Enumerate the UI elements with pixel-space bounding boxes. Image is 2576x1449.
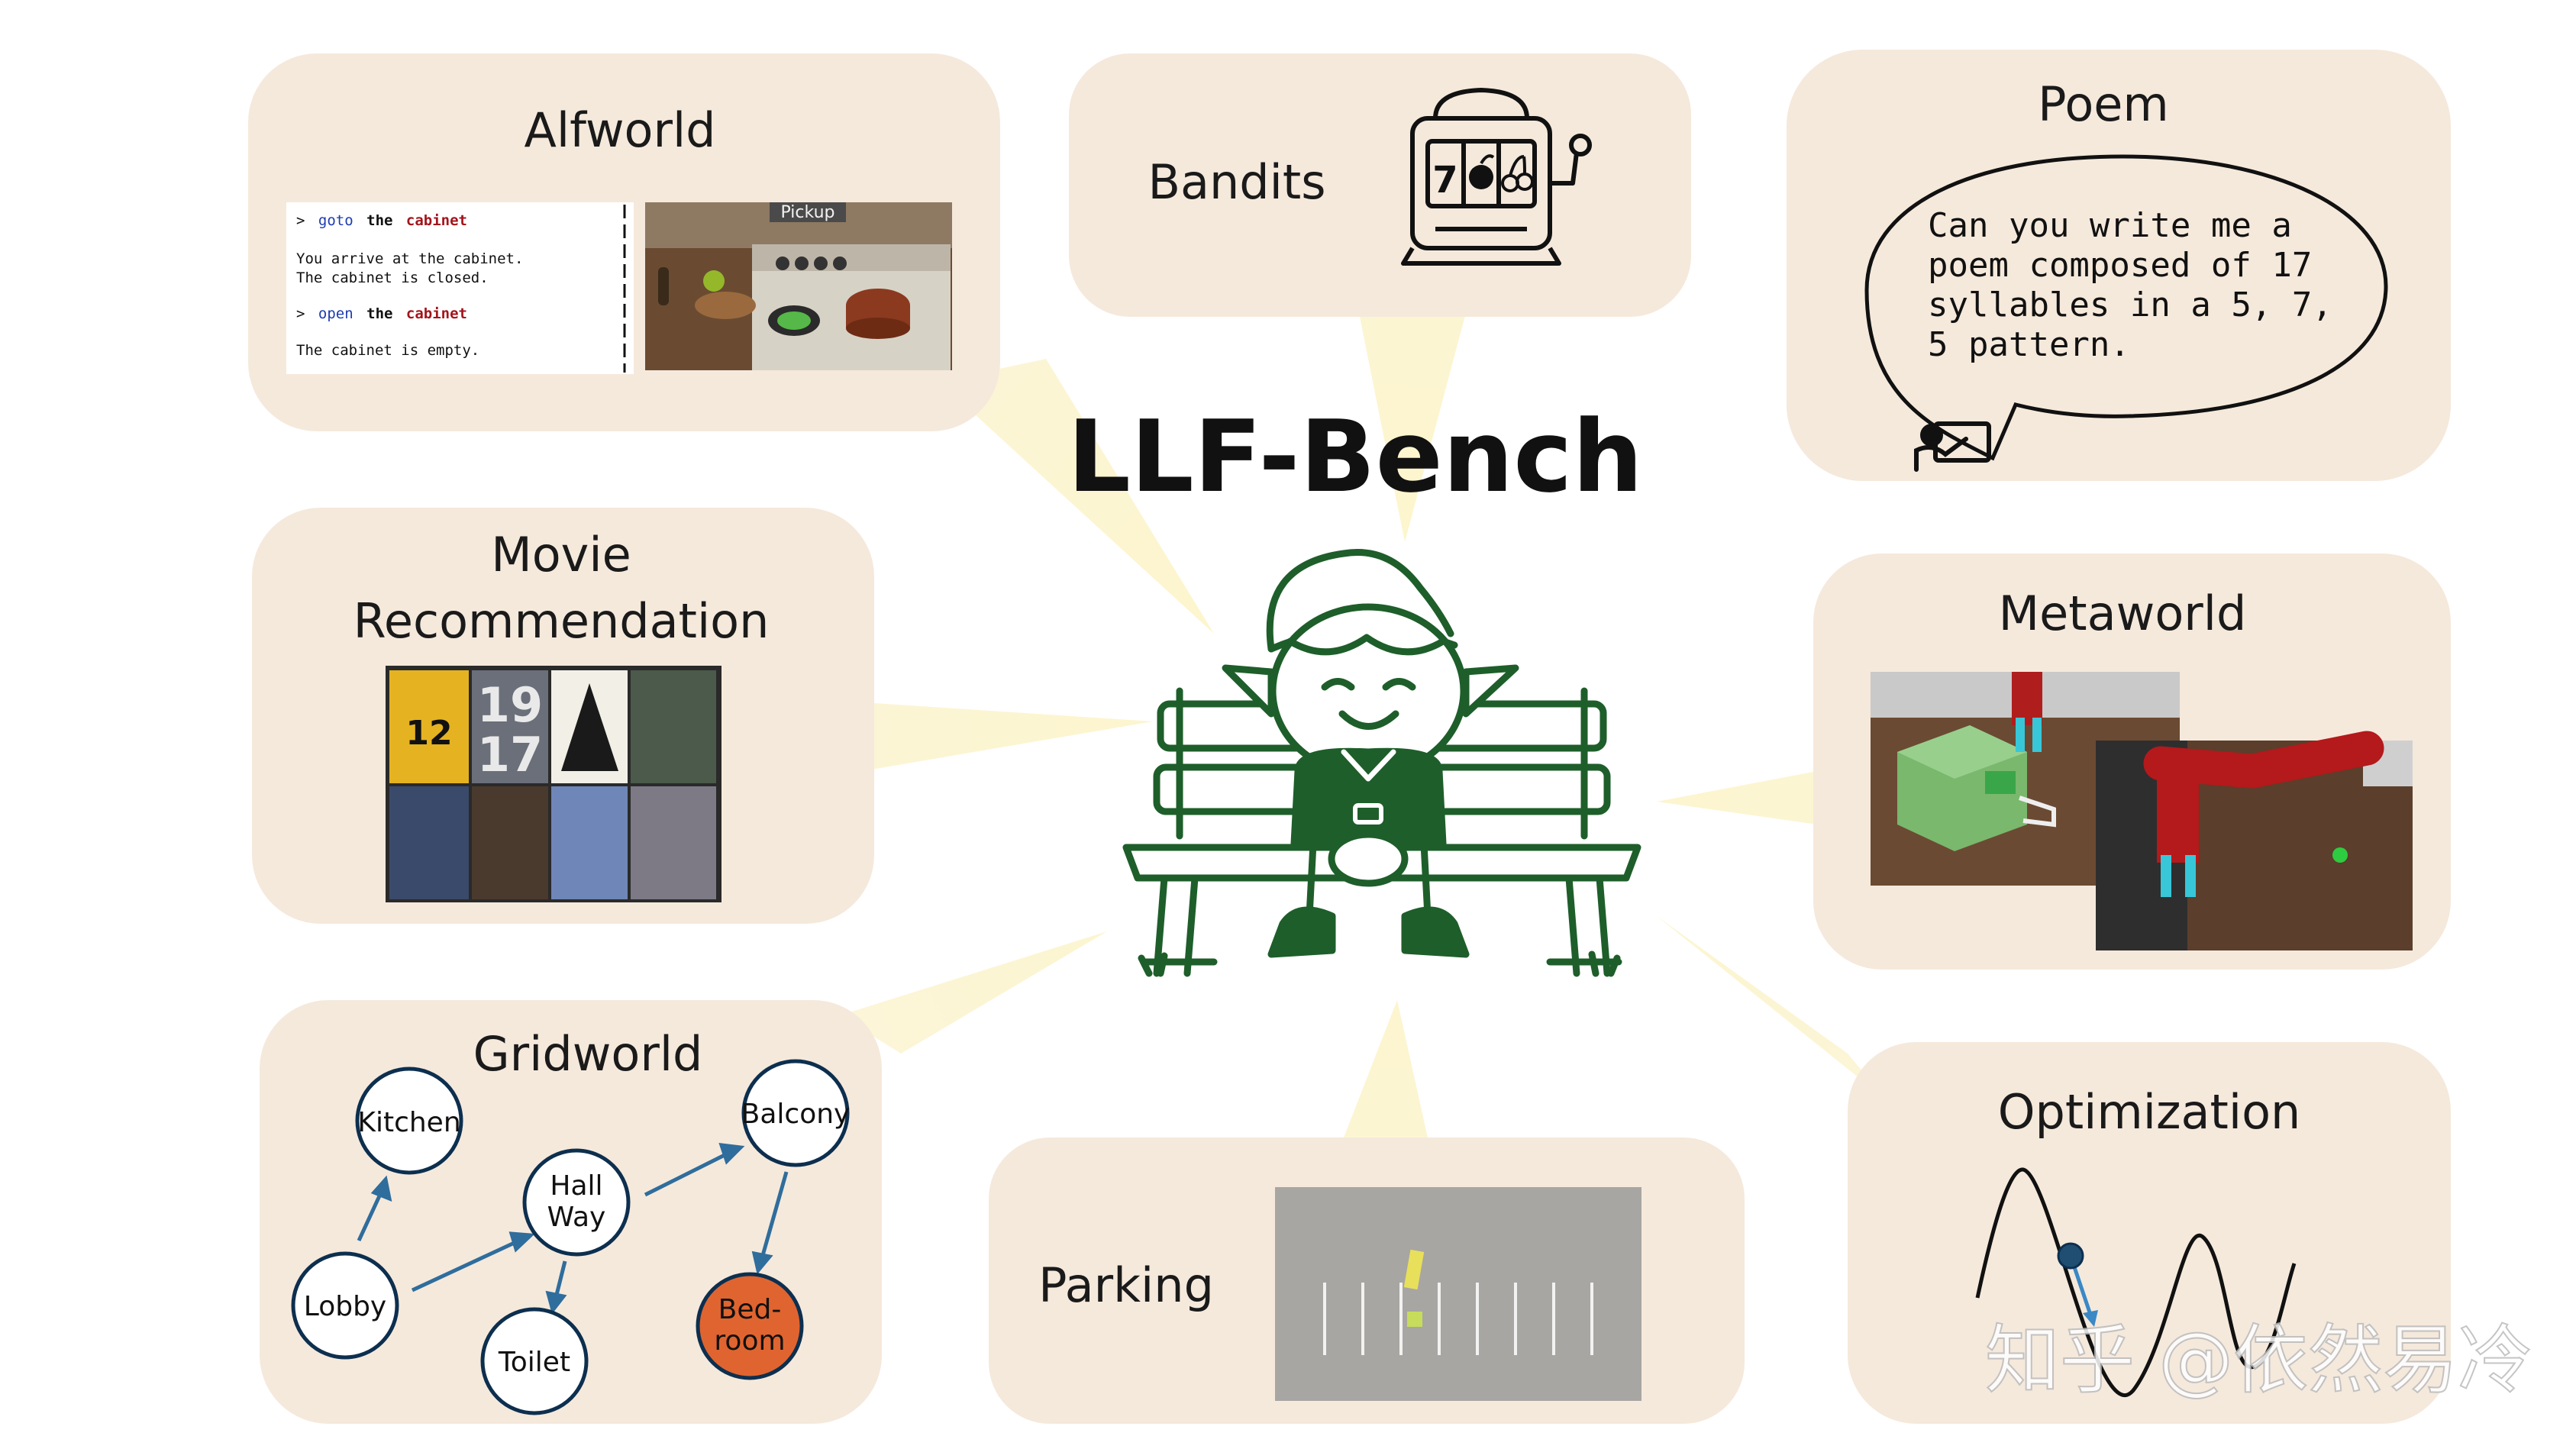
main-title: LLF-Bench — [1067, 399, 1643, 515]
poster-5 — [389, 786, 469, 899]
panel-poem — [1787, 50, 2451, 481]
teacher-board-icon — [1914, 421, 1991, 472]
poem-line-1: Can you write me a — [1928, 206, 2292, 245]
gridworld-content: Gridworld Kitchen Hall Way — [291, 1026, 851, 1415]
ray-movie — [863, 702, 1153, 771]
cherry-icon — [1501, 155, 1534, 192]
apple-icon — [1469, 154, 1495, 189]
movie-title-line1: Movie — [491, 527, 631, 583]
optimization-title: Optimization — [1998, 1084, 2301, 1140]
node-balcony-label: Balcony — [741, 1099, 851, 1130]
optimization-point — [2057, 1242, 2084, 1270]
poster-7 — [551, 786, 628, 899]
parking-car — [1403, 1249, 1425, 1290]
poster-text-19: 19 — [477, 677, 543, 733]
slot-machine-icon — [1401, 88, 1592, 266]
ray-metaworld — [1657, 771, 1817, 825]
node-bedroom-label-2: room — [714, 1325, 785, 1357]
node-hallway-label-1: Hall — [550, 1170, 602, 1202]
bandits-content: Bandits 7 — [1148, 88, 1592, 266]
ray-parking — [1344, 1000, 1428, 1138]
node-bedroom: Bed- room — [696, 1272, 804, 1380]
parking-content: Parking — [1038, 1187, 1641, 1401]
poster-2 — [472, 670, 548, 783]
console-line-5: The cabinet is empty. — [296, 342, 479, 359]
metaworld-content: Metaworld — [1871, 586, 2413, 950]
node-lobby-label: Lobby — [304, 1291, 386, 1322]
optimization-content: Optimization — [1975, 1084, 2301, 1397]
poster-6 — [472, 786, 548, 899]
slot-symbol-seven: 7 — [1432, 159, 1457, 202]
poem-line-2: poem composed of 17 — [1928, 246, 2312, 285]
parking-title: Parking — [1038, 1257, 1214, 1313]
node-hallway-label-2: Way — [547, 1202, 606, 1233]
parking-lines — [1323, 1283, 1593, 1355]
ray-alfworld — [939, 359, 1214, 634]
bandits-title: Bandits — [1148, 154, 1325, 210]
panel-optimization — [1848, 1042, 2451, 1424]
node-kitchen: Kitchen — [355, 1067, 463, 1175]
alfworld-kitchen-scene: Pickup — [645, 202, 952, 370]
alfworld-scene-label: Pickup — [781, 203, 835, 222]
gridworld-edges — [357, 1143, 789, 1315]
optimization-arrow-head — [2083, 1310, 2098, 1327]
ray-bandits — [1359, 313, 1466, 542]
ray-group — [840, 313, 1909, 1138]
alfworld-console — [286, 202, 634, 374]
movie-title-line2: Recommendation — [353, 593, 770, 649]
parking-lot — [1275, 1187, 1641, 1401]
parking-target — [1407, 1312, 1422, 1327]
metaworld-scene-2 — [2096, 731, 2413, 950]
node-toilet-label: Toilet — [498, 1347, 570, 1378]
poster-8 — [631, 786, 716, 899]
node-balcony: Balcony — [741, 1059, 851, 1167]
node-bedroom-label-1: Bed- — [718, 1294, 782, 1325]
movie-poster-grid: 12 19 17 — [386, 666, 721, 902]
alfworld-content: Alfworld > goto the cabinet You arrive a… — [286, 102, 952, 374]
console-line-4: > open the cabinet — [296, 305, 467, 322]
poem-title: Poem — [2038, 76, 2169, 132]
poem-line-4: 5 pattern. — [1928, 325, 2130, 364]
ray-optimization — [1657, 916, 1886, 1099]
console-line-2: You arrive at the cabinet. — [296, 250, 523, 267]
poem-content: Poem Can you write me a poem composed of… — [1864, 76, 2388, 472]
elf-on-bench-illustration — [1122, 548, 1641, 977]
ray-gridworld — [840, 931, 1107, 1054]
poster-text-12: 12 — [405, 714, 452, 753]
poem-line-3: syllables in a 5, 7, — [1928, 286, 2332, 324]
alfworld-title: Alfworld — [524, 102, 715, 158]
node-toilet: Toilet — [480, 1307, 589, 1415]
optimization-curve — [1975, 1167, 2297, 1397]
poster-4 — [631, 670, 716, 783]
node-kitchen-label: Kitchen — [357, 1107, 460, 1138]
console-line-1: > goto the cabinet — [296, 212, 467, 229]
node-lobby: Lobby — [291, 1251, 399, 1360]
metaworld-title: Metaworld — [1999, 586, 2247, 641]
gridworld-title: Gridworld — [473, 1026, 703, 1082]
node-hallway: Hall Way — [522, 1148, 631, 1257]
console-line-3: The cabinet is closed. — [296, 269, 489, 286]
poster-1 — [389, 670, 469, 783]
movie-content: Movie Recommendation 12 19 17 — [353, 527, 770, 902]
gridworld-nodes: Kitchen Hall Way Balcony Lobby Toilet — [291, 1059, 851, 1415]
poem-speech-bubble — [1864, 154, 2388, 461]
watermark: 知乎 @依然易冷 — [1985, 1317, 2532, 1404]
poster-text-17: 17 — [477, 727, 543, 783]
